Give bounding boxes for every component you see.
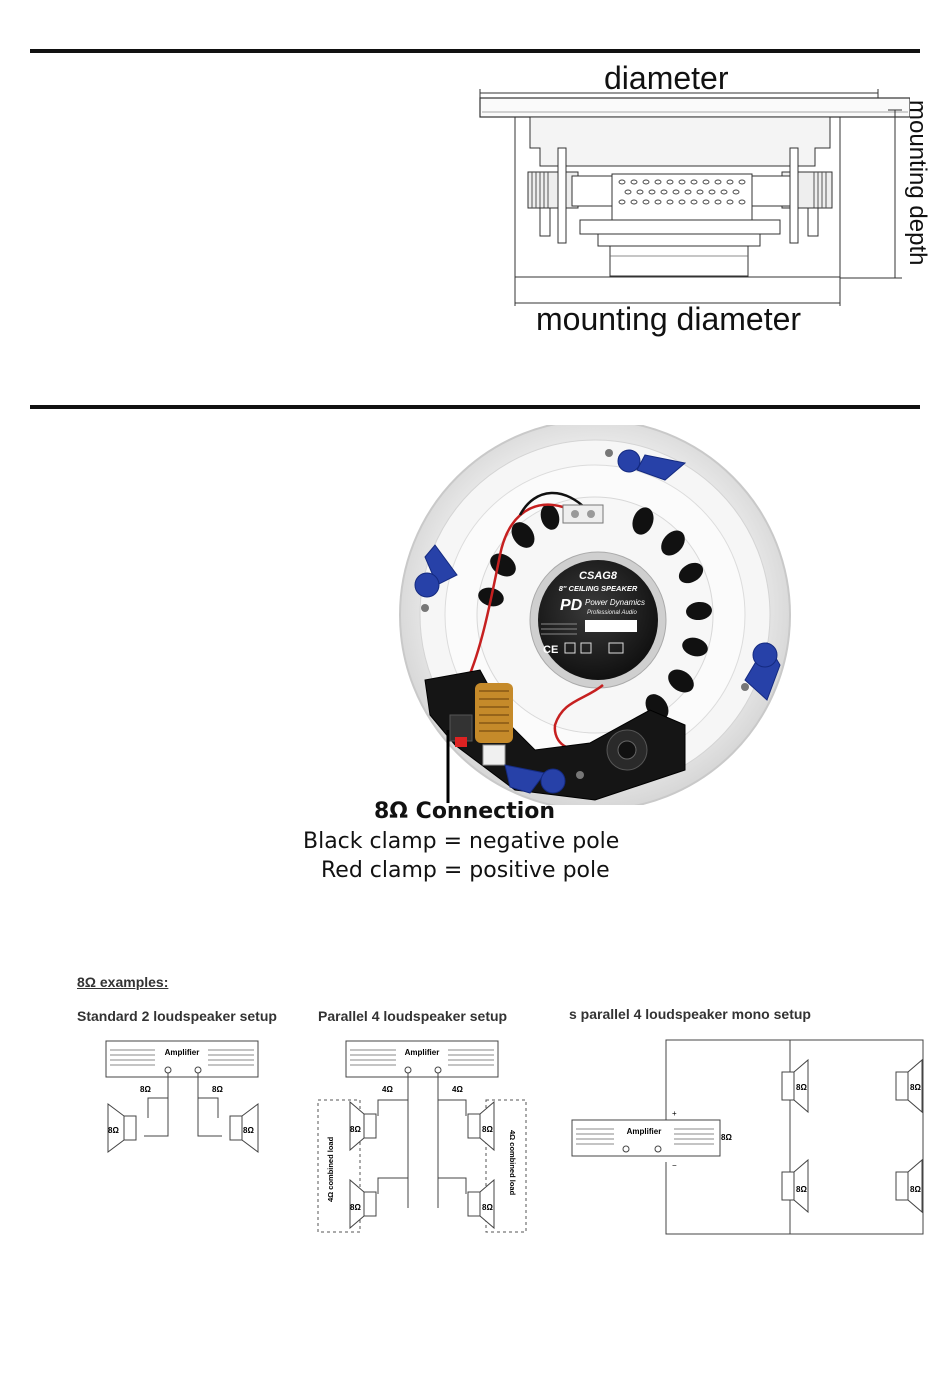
connection-title: 8Ω Connection [374, 799, 556, 824]
combined-load-label: 4Ω combined load [326, 1136, 335, 1202]
ohm-label: 8Ω [796, 1083, 807, 1092]
amplifier-label: Amplifier [165, 1048, 200, 1057]
parallel-setup-title: Parallel 4 loudspeaker setup [318, 1008, 508, 1024]
plus-sign: + [672, 1109, 677, 1118]
model-text: CSAG8 [579, 570, 618, 582]
parallel-setup-diagram: Amplifier 4Ω 4Ω 8Ω 8Ω 8Ω 8Ω 4Ω combined … [317, 1040, 527, 1233]
ohm-label: 8Ω [243, 1126, 254, 1135]
standard-setup-diagram: Amplifier 8Ω 8Ω 8Ω 8Ω [105, 1040, 259, 1153]
ohm-label: 8Ω [721, 1133, 732, 1142]
ohm-label: 8Ω [350, 1203, 361, 1212]
tagline-text: Professional Audio [587, 610, 637, 616]
top-divider [30, 49, 920, 53]
middle-divider [30, 405, 920, 409]
combined-load-label: 4Ω combined load [508, 1130, 517, 1196]
amplifier-label: Amplifier [405, 1048, 440, 1057]
ohm-label: 4Ω [452, 1085, 463, 1094]
ohm-label: 8Ω [140, 1085, 151, 1094]
mounting-depth-label: mounting depth [904, 100, 931, 266]
description-text: 8'' CEILING SPEAKER [559, 584, 638, 593]
amplifier-label: Amplifier [627, 1127, 662, 1136]
ce-mark: CE [543, 644, 558, 656]
mounting-diameter-label: mounting diameter [536, 301, 802, 337]
ohm-label: 8Ω [910, 1083, 921, 1092]
logo-mark: PD [560, 597, 583, 614]
examples-heading: 8Ω examples: [77, 974, 169, 990]
ohm-label: 8Ω [796, 1185, 807, 1194]
standard-setup-title: Standard 2 loudspeaker setup [77, 1008, 277, 1024]
speaker-rear-view: CSAG8 8'' CEILING SPEAKER PD Power Dynam… [399, 425, 791, 805]
ohm-label: 8Ω [350, 1125, 361, 1134]
speaker-side-profile [479, 89, 910, 306]
ohm-label: 8Ω [212, 1085, 223, 1094]
red-clamp-note: Red clamp = positive pole [321, 858, 610, 883]
ohm-label: 8Ω [482, 1203, 493, 1212]
ohm-label: 4Ω [382, 1085, 393, 1094]
series-parallel-setup-title: s parallel 4 loudspeaker mono setup [569, 1006, 811, 1022]
brand-text: Power Dynamics [585, 598, 645, 607]
minus-sign: − [672, 1161, 677, 1170]
ohm-label: 8Ω [482, 1125, 493, 1134]
series-parallel-setup-diagram: Amplifier + − 8Ω 8Ω 8Ω 8Ω 8Ω [571, 1039, 924, 1235]
ohm-label: 8Ω [910, 1185, 921, 1194]
diameter-label: diameter [604, 60, 729, 96]
ohm-label: 8Ω [108, 1126, 119, 1135]
black-clamp-note: Black clamp = negative pole [303, 829, 620, 854]
